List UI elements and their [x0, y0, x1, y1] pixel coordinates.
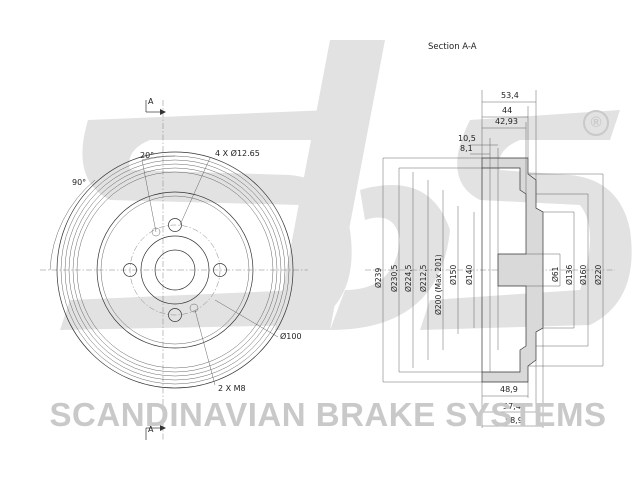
dia-160: Ø160	[579, 265, 588, 285]
dim-42-93: 42,93	[495, 117, 518, 126]
section-title: Section A-A	[428, 42, 477, 52]
dia-239: Ø239	[374, 268, 383, 288]
dia-230-5: Ø230,5	[390, 264, 399, 292]
registered-mark: ®	[583, 110, 609, 136]
pitch-circle-label: Ø100	[280, 331, 302, 341]
bolt-holes-label: 4 X Ø12.65	[215, 148, 260, 158]
dim-57-4: 57,4	[503, 402, 521, 411]
brand-footer-text: SCANDINAVIAN BRAKE SYSTEMS	[49, 396, 607, 433]
dim-48-9: 48,9	[500, 385, 518, 394]
section-marker-top: A	[148, 97, 154, 106]
dia-212-5: Ø212,5	[419, 264, 428, 292]
dia-224-5: Ø224,5	[404, 264, 413, 292]
dia-220: Ø220	[594, 265, 603, 285]
angle-90-label: 90°	[72, 178, 86, 187]
dia-200-max-201: Ø200 (Max 201)	[434, 254, 443, 315]
section-marker-bottom: A	[148, 425, 154, 434]
dim-8-1: 8,1	[460, 144, 473, 153]
dia-150: Ø150	[449, 265, 458, 285]
dia-136: Ø136	[565, 265, 574, 285]
dim-44: 44	[502, 106, 512, 115]
dim-10-5: 10,5	[458, 134, 476, 143]
dim-53-4: 53,4	[501, 91, 519, 100]
dia-61: Ø61	[551, 266, 560, 282]
dia-140: Ø140	[465, 265, 474, 285]
dim-58-9: 58,9	[505, 416, 523, 425]
threaded-holes-label: 2 X M8	[218, 384, 246, 393]
angle-20-label: 20°	[140, 151, 154, 160]
